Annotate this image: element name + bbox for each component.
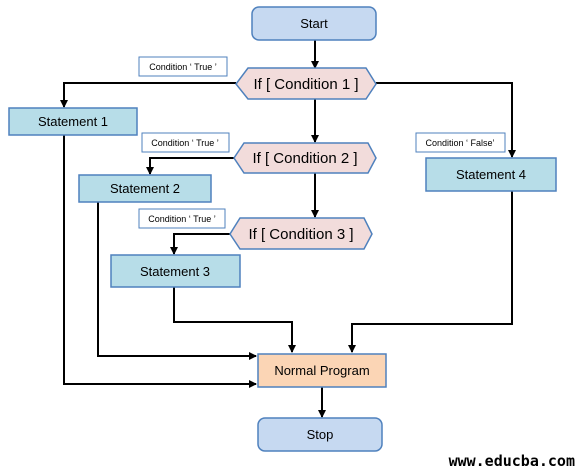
arrow-statement3-to-normal	[173, 287, 296, 353]
statement-1-label: Statement 1	[38, 114, 108, 129]
statement-3-label: Statement 3	[140, 264, 210, 279]
tag-condition-1-false: Condition ‘ False’	[415, 132, 506, 153]
statement-1-node: Statement 1	[8, 107, 138, 136]
condition-1-label: If [ Condition 1 ]	[253, 76, 358, 93]
tag-condition-2-true-label: Condition ‘ True ’	[151, 138, 219, 148]
tag-condition-1-false-label: Condition ‘ False’	[425, 138, 494, 148]
arrow-if1-to-statement1	[60, 82, 236, 108]
tag-condition-3-true: Condition ‘ True ’	[138, 208, 226, 229]
arrow-statement4-to-normal	[348, 191, 513, 353]
condition-2-node: If [ Condition 2 ]	[233, 142, 377, 174]
stop-label: Stop	[307, 427, 334, 442]
arrow-statement1-to-normal	[63, 135, 257, 388]
statement-3-node: Statement 3	[110, 254, 241, 288]
tag-condition-2-true: Condition ‘ True ’	[141, 132, 230, 153]
condition-3-label: If [ Condition 3 ]	[248, 226, 353, 243]
arrow-statement2-to-normal	[97, 202, 257, 360]
condition-3-node: If [ Condition 3 ]	[229, 217, 373, 250]
condition-1-node: If [ Condition 1 ]	[235, 67, 377, 100]
arrow-if1-to-statement4	[376, 82, 516, 158]
tag-condition-3-true-label: Condition ‘ True ’	[148, 214, 216, 224]
statement-2-label: Statement 2	[110, 181, 180, 196]
condition-2-label: If [ Condition 2 ]	[252, 150, 357, 167]
arrow-if2-to-statement2	[146, 157, 234, 175]
watermark: www.educba.com	[449, 452, 575, 470]
arrow-if3-to-statement3	[170, 233, 230, 255]
start-node: Start	[251, 6, 377, 41]
tag-condition-1-true-label: Condition ‘ True ’	[149, 62, 217, 72]
statement-4-label: Statement 4	[456, 167, 526, 182]
statement-2-node: Statement 2	[78, 174, 212, 203]
statement-4-node: Statement 4	[425, 157, 557, 192]
stop-node: Stop	[257, 417, 383, 452]
start-label: Start	[300, 16, 328, 31]
normal-program-label: Normal Program	[274, 363, 369, 378]
tag-condition-1-true: Condition ‘ True ’	[138, 56, 228, 77]
normal-program-node: Normal Program	[257, 353, 387, 388]
